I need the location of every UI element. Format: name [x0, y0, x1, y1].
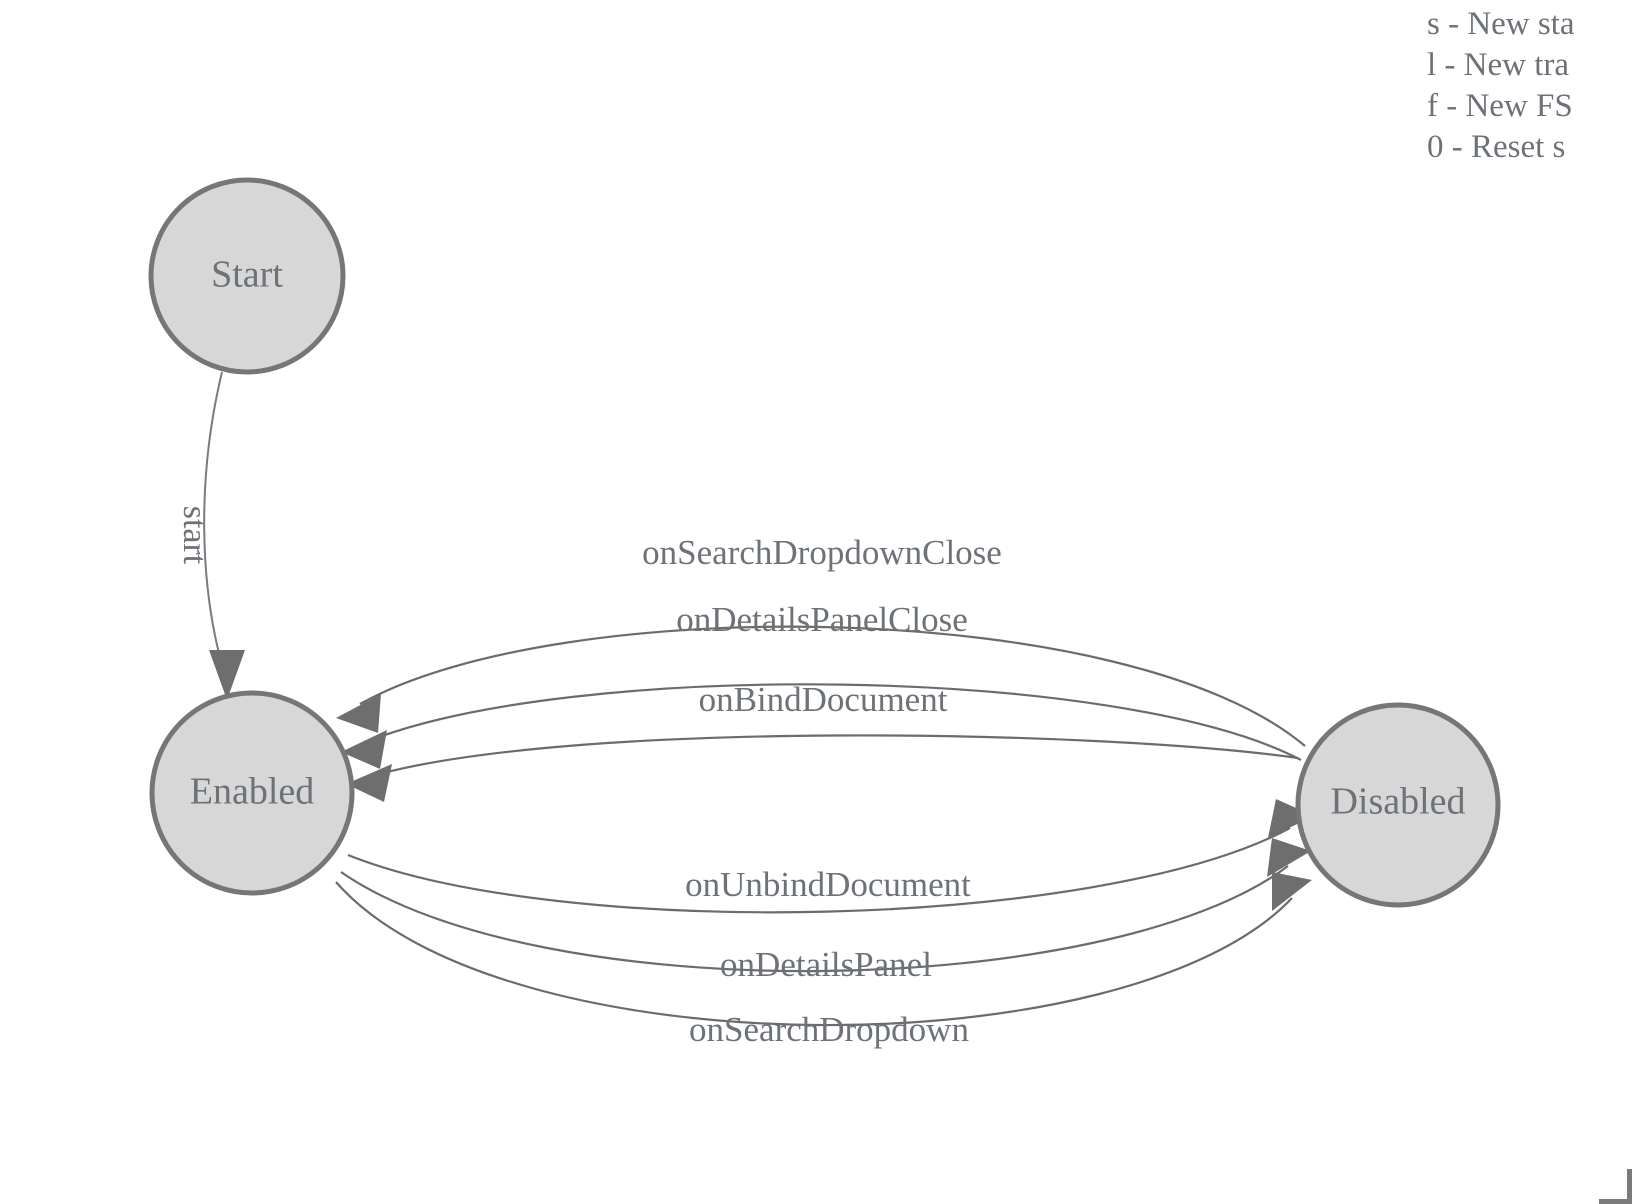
transition-onSearchDropdown[interactable]: [335, 872, 1312, 1027]
edge-path-onSearchDropdown[interactable]: [335, 881, 1293, 1027]
state-node-enabled[interactable]: Enabled: [149, 690, 355, 896]
transition-onSearchDropdownClose[interactable]: [336, 625, 1306, 747]
state-label-start: Start: [211, 254, 283, 296]
edge-label-onSearchDropdown: onSearchDropdown: [689, 1010, 969, 1049]
arrow-head-onDetailsPanelClose: [341, 730, 387, 769]
edge-label-onUnbindDocument: onUnbindDocument: [685, 865, 971, 904]
edge-label-onBindDocument: onBindDocument: [699, 680, 948, 719]
edge-label-onDetailsPanel: onDetailsPanel: [720, 945, 932, 984]
arrow-head-start: [209, 650, 245, 700]
transition-onUnbindDocument[interactable]: [347, 799, 1314, 914]
transition-onDetailsPanelClose[interactable]: [341, 683, 1302, 769]
transition-onDetailsPanel[interactable]: [340, 838, 1311, 973]
edge-label-onSearchDropdownClose: onSearchDropdownClose: [642, 533, 1002, 572]
edge-label-onDetailsPanelClose: onDetailsPanelClose: [676, 600, 968, 639]
edge-path-onDetailsPanelClose[interactable]: [365, 683, 1302, 761]
resize-handle-icon[interactable]: [1599, 1169, 1632, 1204]
help-line-new-state: s - New sta: [1427, 6, 1575, 42]
arrow-head-onDetailsPanel: [1267, 838, 1311, 877]
edge-path-onBindDocument[interactable]: [371, 734, 1299, 778]
arrow-head-onSearchDropdown: [1272, 872, 1312, 911]
state-circle-enabled[interactable]: [149, 690, 355, 896]
edge-path-onSearchDropdownClose[interactable]: [359, 625, 1306, 747]
state-label-disabled: Disabled: [1330, 781, 1465, 823]
state-node-start[interactable]: Start: [148, 177, 346, 375]
help-line-reset: 0 - Reset s: [1427, 129, 1566, 165]
edge-label-start: start: [176, 506, 213, 565]
transition-onBindDocument[interactable]: [346, 734, 1299, 802]
edge-path-onUnbindDocument[interactable]: [347, 827, 1291, 914]
state-circle-start[interactable]: [148, 177, 346, 375]
help-line-new-transition: l - New tra: [1427, 47, 1570, 83]
help-line-new-fsm: f - New FS: [1427, 88, 1573, 124]
arrow-head-onSearchDropdownClose: [336, 694, 381, 733]
edge-path-start[interactable]: [203, 371, 225, 673]
edge-path-onDetailsPanel[interactable]: [340, 865, 1289, 973]
arrow-head-onBindDocument: [346, 764, 392, 802]
state-circle-disabled[interactable]: [1295, 702, 1501, 908]
state-node-disabled[interactable]: Disabled: [1295, 702, 1501, 908]
state-label-enabled: Enabled: [190, 771, 315, 813]
transition-start[interactable]: [203, 371, 245, 700]
arrow-head-onUnbindDocument: [1268, 799, 1314, 838]
keyboard-help-panel: s - New sta l - New tra f - New FS 0 - R…: [1427, 0, 1632, 168]
